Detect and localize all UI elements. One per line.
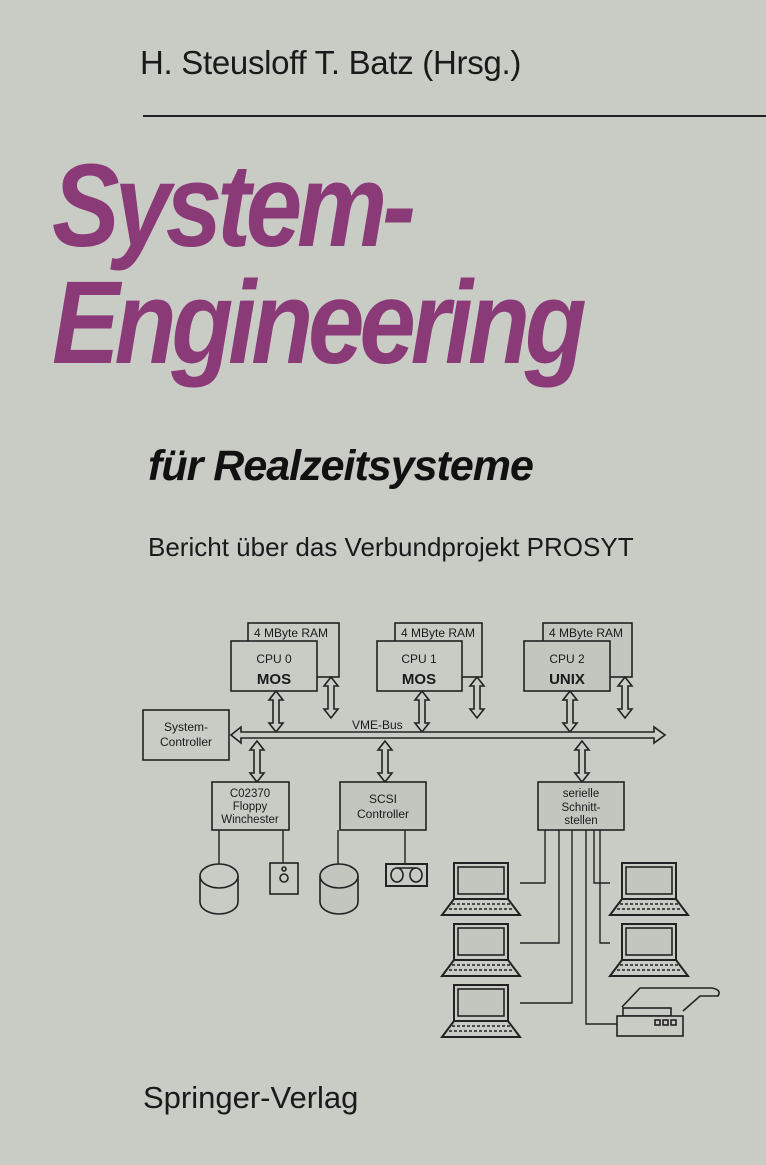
- label: Controller: [160, 735, 212, 749]
- vme-bus: [229, 725, 667, 745]
- os-label: MOS: [402, 671, 436, 688]
- label: stellen: [564, 815, 597, 827]
- disk-icon: [199, 863, 239, 915]
- terminal-icon: [441, 984, 521, 1038]
- terminal-icon: [441, 923, 521, 977]
- disk-icon: [319, 863, 359, 915]
- label: Schnitt-: [562, 802, 601, 814]
- bus-arrow: [574, 740, 590, 783]
- bus-arrow: [469, 676, 485, 719]
- bus-arrow: [268, 690, 284, 733]
- cpu-label: CPU 1: [401, 652, 437, 666]
- label: Floppy: [233, 801, 268, 813]
- publisher: Springer-Verlag: [143, 1080, 359, 1115]
- title-line-1: System-: [52, 140, 416, 272]
- cpu-2-board: 4 MByte RAM CPU 2 UNIX: [523, 622, 633, 692]
- label: SCSI: [369, 792, 397, 806]
- authors: H. Steusloff T. Batz (Hrsg.): [140, 44, 522, 81]
- c02370-box: C02370 Floppy Winchester: [211, 781, 290, 831]
- os-label: UNIX: [549, 671, 585, 688]
- label: System-: [164, 720, 208, 734]
- bus-arrow: [414, 690, 430, 733]
- divider-rule: [143, 115, 766, 117]
- os-label: MOS: [257, 671, 291, 688]
- ram-label: 4 MByte RAM: [401, 626, 475, 640]
- scsi-controller-box: SCSI Controller: [339, 781, 427, 831]
- tape-drive-icon: [385, 863, 428, 887]
- cpu-label: CPU 0: [256, 652, 292, 666]
- cpu-0-board: 4 MByte RAM CPU 0 MOS: [230, 622, 340, 692]
- cpu-label: CPU 2: [549, 652, 585, 666]
- ram-label: 4 MByte RAM: [254, 626, 328, 640]
- terminal-icon: [609, 923, 689, 977]
- system-controller-box: System- Controller: [142, 709, 230, 761]
- bus-arrow: [377, 740, 393, 783]
- label: C02370: [230, 788, 270, 800]
- printer-icon: [616, 987, 720, 1037]
- subtitle: Bericht über das Verbundprojekt PROSYT: [148, 532, 634, 562]
- ram-label: 4 MByte RAM: [549, 626, 623, 640]
- label: serielle: [563, 788, 599, 800]
- floppy-drive-icon: [269, 862, 299, 895]
- serial-interfaces-box: serielle Schnitt- stellen: [537, 781, 625, 831]
- bus-arrow: [249, 740, 265, 783]
- bus-arrow: [323, 676, 339, 719]
- title-line-2: Engineering: [52, 257, 587, 389]
- bus-arrow: [562, 690, 578, 733]
- title-line-3: für Realzeitsysteme: [148, 442, 534, 490]
- terminal-icon: [609, 862, 689, 916]
- label: Controller: [357, 807, 409, 821]
- bus-arrow: [617, 676, 633, 719]
- terminal-icon: [441, 862, 521, 916]
- connection-lines: [218, 830, 617, 1025]
- bus-label: VME-Bus: [352, 718, 403, 732]
- cpu-1-board: 4 MByte RAM CPU 1 MOS: [376, 622, 483, 692]
- label: Winchester: [221, 814, 279, 826]
